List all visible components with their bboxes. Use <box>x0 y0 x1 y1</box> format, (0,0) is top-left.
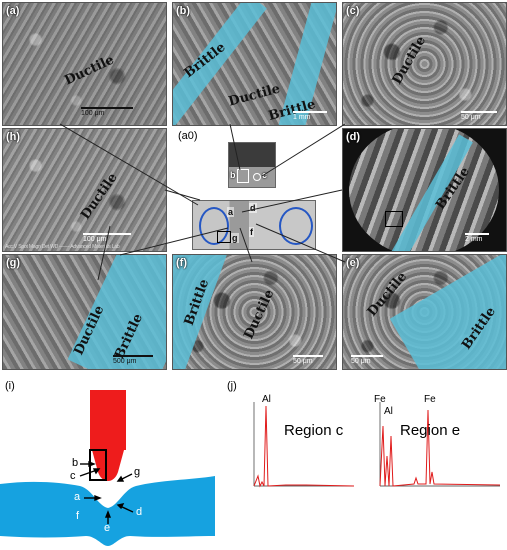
panel-label-i: (i) <box>5 380 15 392</box>
scale-bar-a: 100 μm <box>81 107 133 117</box>
scale-bar-d: 2 mm <box>465 233 489 243</box>
panel-a0: (a0) b c a d f g <box>172 128 335 250</box>
panel-label-e: (e) <box>346 257 360 269</box>
panel-label-h: (h) <box>6 131 21 143</box>
scale-bar-h: 100 μm <box>83 233 131 243</box>
scale-bar-b: 1 mm <box>293 111 327 121</box>
marker-label-f: f <box>249 227 254 237</box>
spectrum-region-c: Al Region c <box>246 394 358 496</box>
marker-circle-c <box>253 173 261 181</box>
scale-bar-e: 50 μm <box>351 355 383 365</box>
panel-g: (g) Ductile Brittle 500 μm <box>2 254 167 370</box>
schematic-point-c: c <box>70 470 76 482</box>
schematic-point-g: g <box>134 466 141 478</box>
peak-label-al-e: Al <box>384 406 393 417</box>
spectrum-title-e: Region e <box>400 422 461 439</box>
panel-label-f: (f) <box>176 257 187 269</box>
panel-label-c: (c) <box>346 5 360 17</box>
panel-i: (i) b c g a f e d <box>0 376 240 550</box>
specimen-photo-top: b c <box>228 142 276 188</box>
scale-bar-g: 500 μm <box>113 355 153 365</box>
marker-box-g <box>217 231 231 243</box>
sem-meta-h: Acc.V Spot Magn Det WD ─── Advanced Mate… <box>5 244 120 250</box>
marker-label-c: c <box>262 170 268 180</box>
panel-f: (f) Brittle Ductile 50 μm <box>172 254 337 370</box>
panel-label-g: (g) <box>6 257 21 269</box>
marker-box-d <box>385 211 403 227</box>
panel-h: (h) Ductile 100 μm Acc.V Spot Magn Det W… <box>2 128 167 252</box>
marker-label-a: a <box>227 207 235 217</box>
marker-label-g: g <box>231 233 239 243</box>
sem-image-d <box>349 129 499 251</box>
marker-box-b <box>237 169 249 183</box>
marker-label-d: d <box>249 203 257 213</box>
panel-label-a: (a) <box>6 5 20 17</box>
scale-bar-c: 50 μm <box>461 111 497 121</box>
sem-image-a <box>3 3 166 125</box>
sem-image-c <box>343 3 506 125</box>
panel-label-j: (j) <box>227 380 237 392</box>
scale-bar-f: 50 μm <box>293 355 323 365</box>
peak-label-fe-e2: Fe <box>424 394 436 405</box>
panel-d: (d) Brittle 2 mm <box>342 128 507 252</box>
schematic-diagram <box>0 390 215 546</box>
spectrum-title-c: Region c <box>284 422 344 439</box>
schematic-point-b: b <box>72 457 79 469</box>
panel-j: (j) Al Region c Fe Al Fe Region e <box>227 376 507 550</box>
panel-label-b: (b) <box>176 5 191 17</box>
plate <box>0 476 215 546</box>
panel-a: (a) Ductile 100 μm <box>2 2 167 126</box>
peak-label-fe-e1: Fe <box>374 394 386 405</box>
marker-label-b: b <box>230 170 236 180</box>
schematic-point-f: f <box>76 510 80 522</box>
spectrum-plot-e <box>379 402 501 487</box>
panel-e: (e) Ductile Brittle 50 μm <box>342 254 507 370</box>
panel-b: (b) Brittle Ductile Brittle 1 mm <box>172 2 337 126</box>
spectrum-region-e: Fe Al Fe Region e <box>374 394 502 496</box>
panel-label-a0: (a0) <box>178 130 198 142</box>
spectrum-plot-c <box>253 402 355 488</box>
peak-label-al-c: Al <box>262 394 271 405</box>
blue-circle-right <box>279 207 313 245</box>
specimen-photo-bottom: a d f g <box>192 200 316 250</box>
tool-shank <box>90 390 126 450</box>
schematic-point-e: e <box>104 522 111 534</box>
schematic-point-a: a <box>74 491 81 503</box>
panel-c: (c) Ductile 50 μm <box>342 2 507 126</box>
schematic-point-d: d <box>136 506 143 518</box>
panel-label-d: (d) <box>346 131 361 143</box>
tool-tip <box>92 450 124 481</box>
